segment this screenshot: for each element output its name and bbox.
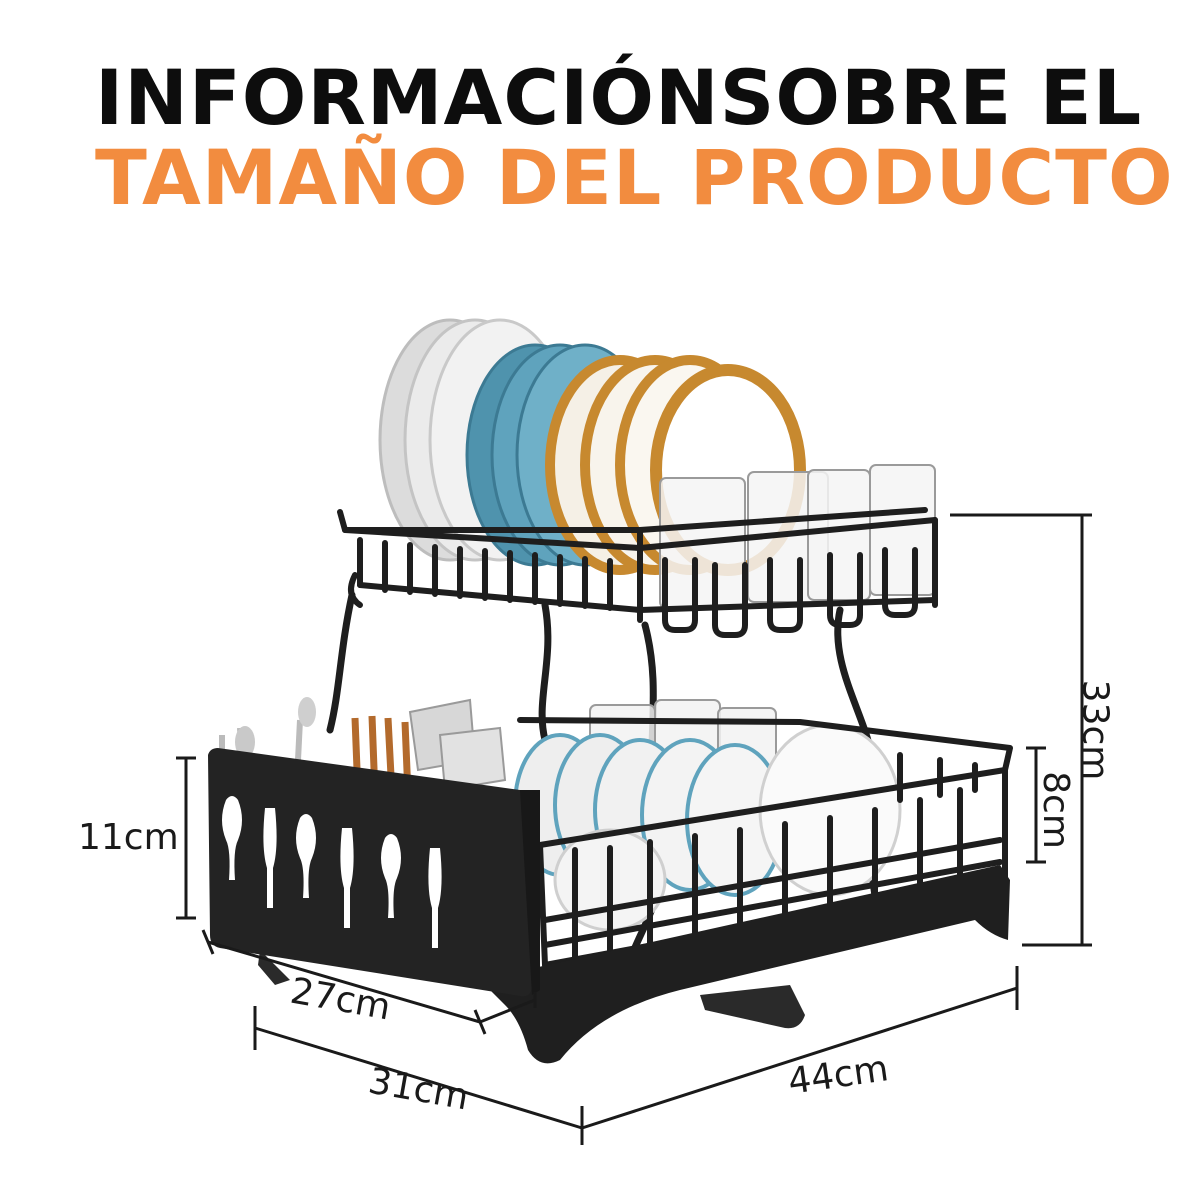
dim-line-width — [581, 986, 1018, 1130]
dimension-lines — [176, 513, 1092, 1145]
dim-line-depth — [254, 1026, 583, 1130]
title-line-2: TAMAÑO DEL PRODUCTO — [95, 133, 1174, 222]
bowls-lower — [513, 723, 902, 932]
plates-upper — [378, 318, 806, 576]
dim-label-tray-height: 8cm — [1034, 771, 1076, 849]
drip-tray — [258, 865, 1010, 1064]
utensil-holder — [208, 697, 540, 997]
upper-rack — [337, 507, 938, 638]
dim-line-holder-depth — [207, 940, 481, 1024]
dim-label-holder-height: 11cm — [78, 817, 179, 858]
title-line-1: INFORMACIÓNSOBRE EL — [95, 53, 1143, 142]
dim-label-total-height: 33cm — [1074, 679, 1116, 781]
